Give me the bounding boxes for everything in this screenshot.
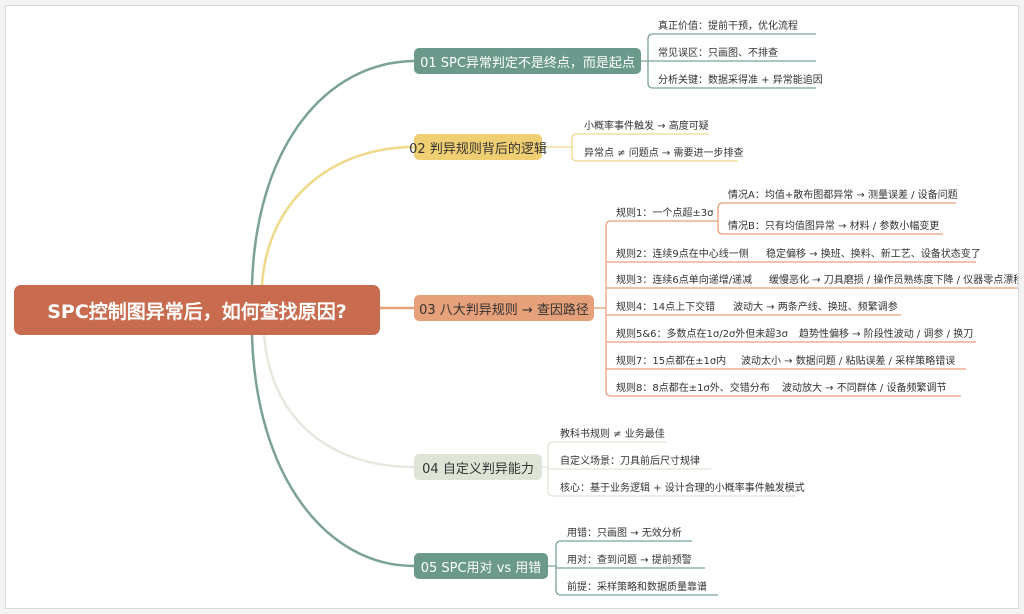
rule-7-cause[interactable]: 波动太小 → 数据问题 / 粘贴误差 / 采样策略错误 (741, 356, 956, 367)
rule-5-6-cause[interactable]: 趋势性偏移 → 阶段性波动 / 调参 / 换刀 (799, 329, 974, 340)
branch-04[interactable]: 04 自定义判异能力 (414, 454, 542, 480)
rule-5-6[interactable]: 规则5&6：多数点在1σ/2σ外但未超3σ (616, 329, 788, 340)
branch-04-leaf-3[interactable]: 核心：基于业务逻辑 + 设计合理的小概率事件触发模式 (560, 483, 805, 494)
branch-01-leaf-3[interactable]: 分析关键：数据采得准 + 异常能追因 (658, 75, 823, 86)
branch-01[interactable]: 01 SPC异常判定不是终点，而是起点 (414, 48, 641, 74)
branch-02[interactable]: 02 判异规则背后的逻辑 (409, 134, 547, 160)
branch-02-leaf-1[interactable]: 小概率事件触发 → 高度可疑 (584, 121, 709, 132)
branch-02-leaf-2[interactable]: 异常点 ≠ 问题点 → 需要进一步排查 (584, 148, 744, 159)
rule-8[interactable]: 规则8：8点都在±1σ外、交错分布 (616, 383, 770, 394)
rule-3[interactable]: 规则3：连续6点单向递增/递减 (616, 275, 753, 286)
branch-01-leaf-1[interactable]: 真正价值：提前干预，优化流程 (658, 21, 798, 32)
branch-05-leaf-2[interactable]: 用对：查到问题 → 提前预警 (567, 555, 692, 566)
branch-05-leaf-3[interactable]: 前提：采样策略和数据质量靠谱 (567, 582, 707, 593)
rule-1-case-b[interactable]: 情况B：只有均值图异常 → 材料 / 参数小幅变更 (728, 221, 940, 232)
rule-3-cause[interactable]: 缓慢恶化 → 刀具磨损 / 操作员熟练度下降 / 仪器零点漂移 (769, 275, 1019, 286)
branch-05-leaf-1[interactable]: 用错：只画图 → 无效分析 (567, 528, 682, 539)
rule-8-cause[interactable]: 波动放大 → 不同群体 / 设备频繁调节 (782, 383, 947, 394)
branch-01-leaf-2[interactable]: 常见误区：只画图、不排查 (658, 48, 778, 59)
rule-7[interactable]: 规则7：15点都在±1σ内 (616, 356, 727, 367)
branch-04-leaf-1[interactable]: 教科书规则 ≠ 业务最佳 (560, 429, 665, 440)
root-topic[interactable]: SPC控制图异常后，如何查找原因? (14, 285, 380, 335)
rule-2[interactable]: 规则2：连续9点在中心线一侧 (616, 249, 749, 260)
rule-4[interactable]: 规则4：14点上下交错 (616, 302, 716, 313)
connector-lines (250, 33, 1018, 596)
branch-04-leaf-2[interactable]: 自定义场景：刀具前后尺寸规律 (560, 456, 700, 467)
rule-1[interactable]: 规则1：一个点超±3σ (616, 208, 714, 219)
rule-4-cause[interactable]: 波动大 → 两条产线、换班、频繁调参 (733, 302, 898, 313)
rule-2-cause[interactable]: 稳定偏移 → 换班、换料、新工艺、设备状态变了 (766, 249, 981, 260)
branch-05[interactable]: 05 SPC用对 vs 用错 (414, 553, 548, 579)
branch-03[interactable]: 03 八大判异规则 → 查因路径 (414, 295, 594, 321)
mindmap-canvas: SPC控制图异常后，如何查找原因? 01 SPC异常判定不是终点，而是起点 真正… (5, 5, 1019, 609)
rule-1-case-a[interactable]: 情况A：均值+散布图都异常 → 测量误差 / 设备问题 (728, 190, 958, 201)
